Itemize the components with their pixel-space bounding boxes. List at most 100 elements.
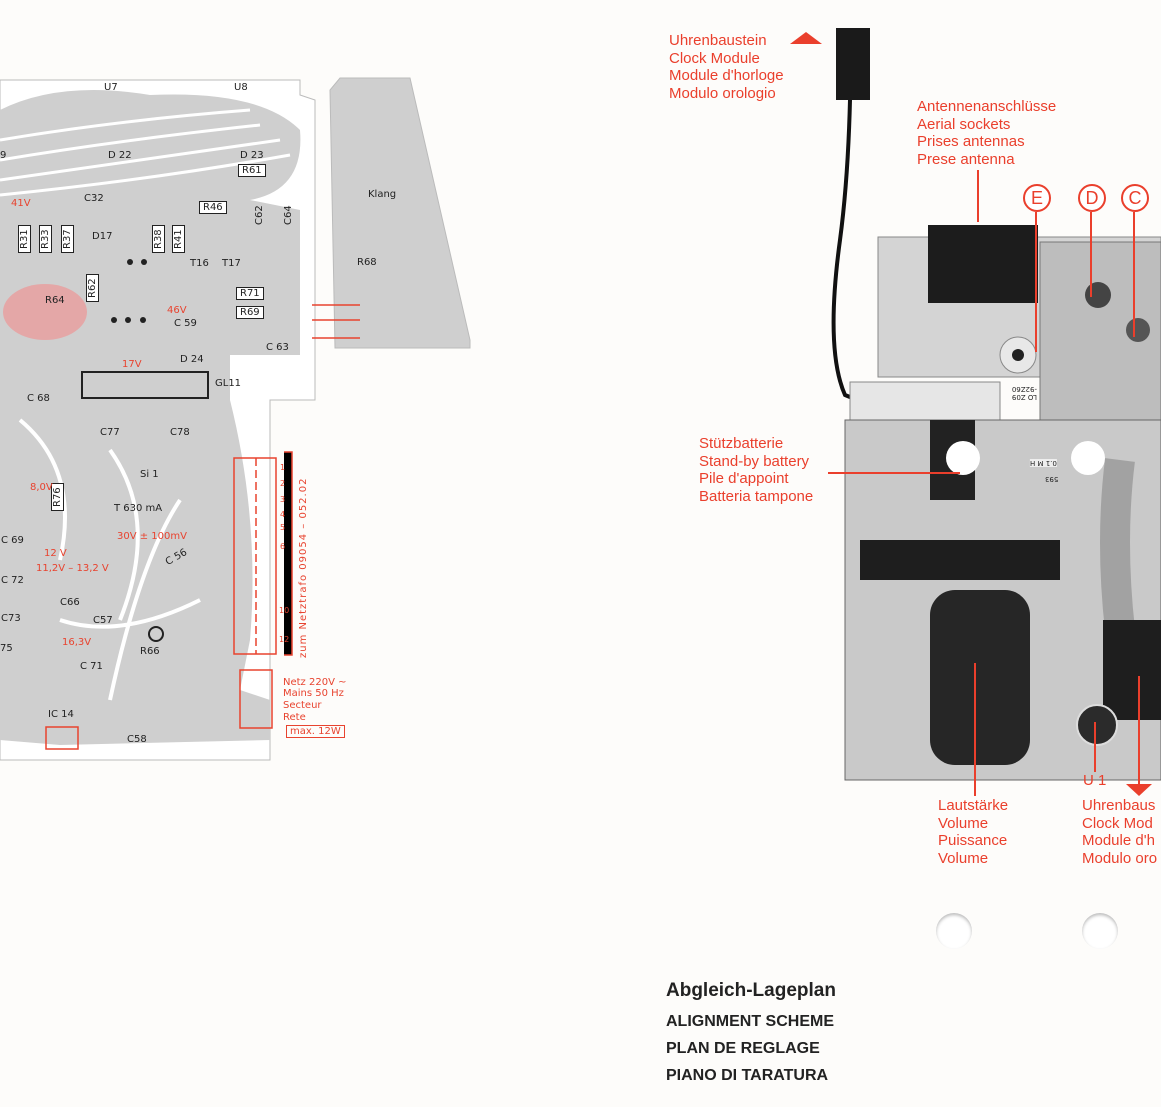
label-fuse-rating: T 630 mA — [114, 503, 163, 514]
pin-5: 5 — [280, 523, 286, 532]
aerial-fr: Prises antennas — [917, 133, 1025, 150]
label-c77: C77 — [100, 427, 120, 438]
title-it: PIANO DI TARATURA — [666, 1067, 829, 1084]
label-r46: R46 — [199, 201, 227, 214]
label-c63: C 63 — [266, 342, 289, 353]
battery-en: Stand-by battery — [699, 452, 810, 470]
clock-bottom-pointer — [1138, 676, 1140, 786]
label-c66: C66 — [60, 597, 80, 608]
pin-4: 4 — [280, 510, 286, 519]
label-c78: C78 — [170, 427, 190, 438]
pointer-d — [1090, 212, 1092, 297]
device-photo — [831, 28, 1161, 781]
label-r64: R64 — [45, 295, 65, 306]
label-u7: U7 — [104, 82, 118, 93]
volume-en: Volume — [938, 814, 989, 832]
label-c72: C 72 — [1, 575, 24, 586]
title-de: Abgleich-Lageplan — [666, 980, 836, 1001]
label-c57: C57 — [93, 615, 113, 626]
battery-de: Stützbatterie — [699, 435, 784, 452]
transformer-label: zum Netztrafo 09054 – 052.02 — [298, 477, 309, 658]
label-c58: C58 — [127, 734, 147, 745]
label-r62: R62 — [86, 274, 99, 302]
pin-6: 6 — [280, 542, 286, 551]
label-d24: D 24 — [180, 354, 204, 365]
label-d17: D17 — [92, 231, 113, 242]
pin-1: 1 — [280, 463, 286, 472]
label-9: 9 — [0, 150, 7, 161]
pin-2: 2 — [280, 479, 286, 488]
pcb-layout — [0, 77, 471, 761]
label-t17: T17 — [222, 258, 241, 269]
voltage-12v: 12 V — [44, 548, 67, 559]
label-r71: R71 — [236, 287, 264, 300]
clock-bottom-en: Clock Mod — [1082, 814, 1153, 832]
test-point-c: C — [1121, 184, 1149, 212]
photo-mark-3: 593 — [1045, 475, 1059, 483]
voltage-41v: 41V — [11, 198, 31, 209]
label-c69: C 69 — [1, 535, 24, 546]
volume-fr: Puissance — [938, 832, 1008, 849]
clock-bottom-it: Modulo oro — [1082, 849, 1158, 867]
pin-3: 3 — [280, 495, 286, 504]
voltage-17v: 17V — [122, 359, 142, 370]
clock-bottom-de: Uhrenbaus — [1082, 797, 1156, 814]
test-point-e: E — [1023, 184, 1051, 212]
volume-pointer — [974, 663, 976, 796]
aerial-pointer — [977, 170, 979, 222]
label-u8: U8 — [234, 82, 248, 93]
u1-pointer — [1094, 722, 1096, 772]
mains-line3: Secteur — [283, 700, 322, 711]
clock-module-connector — [836, 28, 870, 100]
voltage-46v: 46V — [167, 305, 187, 316]
label-ic14: IC 14 — [48, 709, 74, 720]
label-r68: R68 — [357, 257, 377, 268]
mounting-hole-left — [936, 913, 972, 949]
arrow-down-icon — [1126, 784, 1152, 796]
label-r61: R61 — [238, 164, 266, 177]
aerial-it: Prese antenna — [917, 150, 1015, 168]
label-r41: R41 — [172, 225, 185, 253]
label-r38: R38 — [152, 225, 165, 253]
pin-12: 12 — [279, 635, 290, 644]
mains-line1: Netz 220V ~ — [283, 677, 347, 688]
mains-max-power: max. 12W — [286, 725, 345, 738]
clock-bottom-fr: Module d'h — [1082, 832, 1155, 849]
label-c62: C62 — [254, 205, 265, 225]
label-75: 75 — [0, 643, 13, 654]
r64-highlight — [3, 284, 87, 340]
voltage-8v: 8,0V — [30, 482, 53, 493]
title-en: ALIGNMENT SCHEME — [666, 1013, 834, 1030]
aerial-en: Aerial sockets — [917, 115, 1011, 133]
pin-10: 10 — [279, 606, 290, 615]
mounting-hole-right — [1082, 913, 1118, 949]
mains-line2: Mains 50 Hz — [283, 688, 344, 699]
label-d23: D 23 — [240, 150, 264, 161]
label-c32: C32 — [84, 193, 104, 204]
annotation-volume: Lautstärke Volume Puissance Volume — [938, 797, 1008, 867]
pointer-c — [1133, 212, 1135, 337]
annotation-aerial: Antennenanschlüsse Aerial sockets Prises… — [917, 98, 1056, 168]
photo-mark-2: 0.1 M H — [1030, 459, 1057, 467]
label-t16: T16 — [190, 258, 209, 269]
label-c64: C64 — [283, 205, 294, 225]
label-c68: C 68 — [27, 393, 50, 404]
mains-line4: Rete — [283, 712, 306, 723]
volume-it: Volume — [938, 849, 989, 867]
title-fr: PLAN DE REGLAGE — [666, 1040, 820, 1057]
annotation-u1: U 1 — [1083, 772, 1107, 789]
battery-it: Batteria tampone — [699, 487, 814, 505]
label-r66: R66 — [140, 646, 160, 657]
battery-fr: Pile d'appoint — [699, 470, 789, 487]
clock-de: Uhrenbaustein — [669, 32, 767, 49]
annotation-clock-module-bottom: Uhrenbaus Clock Mod Module d'h Modulo or… — [1082, 797, 1157, 867]
test-point-d: D — [1078, 184, 1106, 212]
label-r37: R37 — [61, 225, 74, 253]
clock-fr: Module d'horloge — [669, 67, 784, 84]
label-r33: R33 — [39, 225, 52, 253]
label-klang: Klang — [368, 189, 397, 200]
voltage-16v: 16,3V — [62, 637, 92, 648]
label-c59: C 59 — [174, 318, 197, 329]
aerial-de: Antennenanschlüsse — [917, 98, 1057, 115]
label-d22: D 22 — [108, 150, 132, 161]
